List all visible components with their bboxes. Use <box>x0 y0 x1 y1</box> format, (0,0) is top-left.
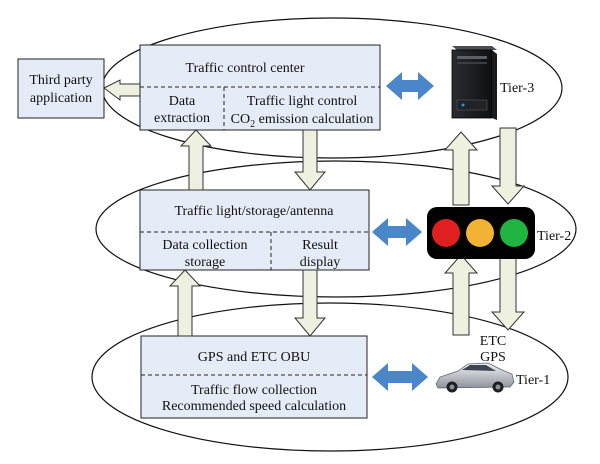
bidirectional-arrow-tier1 <box>372 363 428 391</box>
etc-label: ETC <box>480 334 506 349</box>
arrow-up-tier1-to-tier2 <box>168 269 202 337</box>
third-party-label-line1: Third party <box>29 73 92 88</box>
tier-3-label: Tier-3 <box>500 81 534 96</box>
arrow-down-tier2-to-tier1 <box>293 269 327 337</box>
recommended-speed-label: Recommended speed calculation <box>162 399 346 414</box>
bidirectional-arrow-tier3 <box>386 72 434 100</box>
result-display-line1: Result <box>302 238 338 253</box>
data-extraction-line1: Data <box>169 94 196 109</box>
arrow-down-tier3-to-tier2 <box>293 129 327 191</box>
data-collection-line1: Data collection <box>162 238 247 253</box>
gps-label: GPS <box>480 350 506 365</box>
arrow-up-car-to-light <box>443 254 479 336</box>
third-party-application-box: Third party application <box>17 58 105 119</box>
bidirectional-arrow-tier2 <box>372 218 422 246</box>
tier-2-label: Tier-2 <box>537 229 571 244</box>
traffic-control-center-title: Traffic control center <box>186 61 305 76</box>
arrow-down-light-to-car <box>490 257 526 331</box>
tier-1-label: Tier-1 <box>516 373 550 388</box>
traffic-light-storage-antenna-box: Traffic light/storage/antenna Data colle… <box>139 189 370 271</box>
result-display-line2: display <box>300 255 340 270</box>
arrow-up-tier2-to-tier3 <box>179 129 213 191</box>
traffic-control-center-box: Traffic control center Data extraction T… <box>139 44 381 131</box>
server-icon <box>451 46 497 120</box>
data-collection-line2: storage <box>185 255 225 270</box>
arrow-to-third-party <box>103 79 141 101</box>
traffic-light-control-label: Traffic light control <box>247 94 358 109</box>
car-icon <box>435 362 515 393</box>
gps-etc-obu-box: GPS and ETC OBU Traffic flow collection … <box>140 335 368 419</box>
arrow-down-server-to-light <box>490 127 526 205</box>
co2-emission-label: CO2 emission calculation <box>231 112 374 130</box>
tier-2-ellipse <box>95 160 577 298</box>
arrow-up-light-to-server <box>443 131 479 206</box>
tier-1-ellipse <box>91 302 569 452</box>
tier-1-title: GPS and ETC OBU <box>198 350 310 365</box>
third-party-label-line2: application <box>30 91 92 106</box>
data-extraction-line2: extraction <box>154 111 210 126</box>
tier-2-title: Traffic light/storage/antenna <box>174 204 334 219</box>
traffic-flow-collection-label: Traffic flow collection <box>191 383 317 398</box>
traffic-light-icon <box>427 207 535 259</box>
